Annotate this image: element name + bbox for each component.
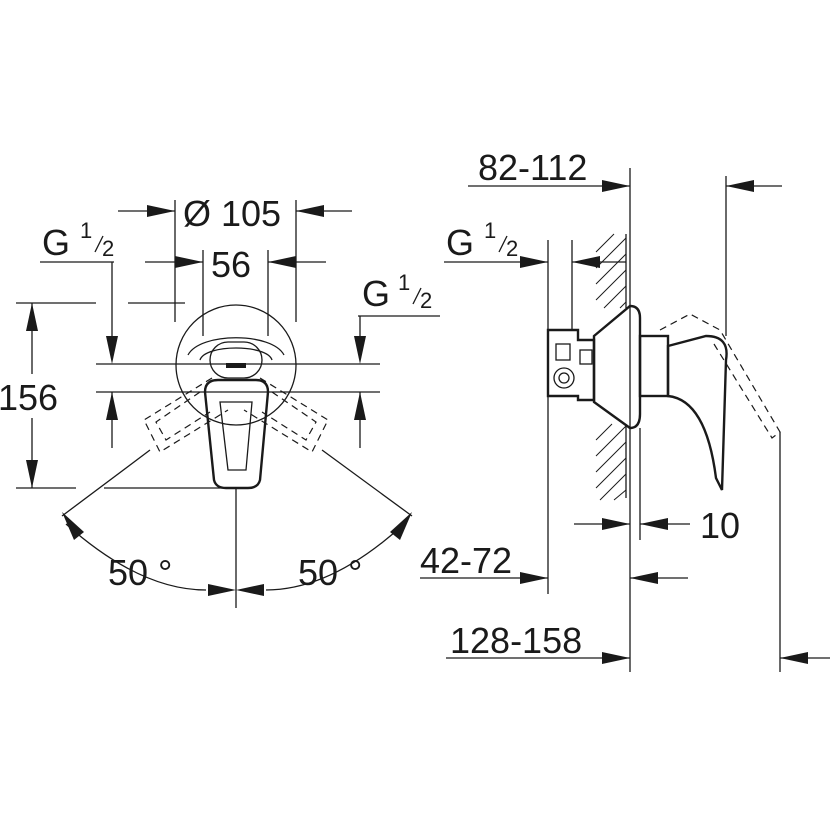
lever-side-rotated — [659, 313, 781, 439]
body-depth-label: 42-72 — [420, 540, 512, 581]
width-dimension: 56 — [145, 244, 326, 336]
diameter-dimension: Ø 105 — [118, 193, 352, 322]
thread-right-numerator: 1 — [398, 270, 410, 295]
angle-right-label: 50 ° — [298, 552, 362, 593]
wall-depth-dimension: 82-112 — [468, 147, 782, 192]
total-depth-dimension: 128-158 — [446, 620, 830, 664]
lever-handle — [203, 378, 270, 490]
escutcheon-side — [592, 304, 642, 430]
handle-rotated-right — [243, 377, 329, 453]
plate-dimension: 10 — [574, 505, 740, 546]
lever-side — [666, 334, 728, 491]
total-depth-label: 128-158 — [450, 620, 582, 661]
side-thread-numerator: 1 — [484, 218, 496, 243]
wall-hatch-bottom — [595, 423, 627, 501]
diameter-label: Ø 105 — [183, 193, 281, 234]
wall-depth-label: 82-112 — [478, 147, 587, 188]
side-thread-prefix: G — [446, 222, 474, 263]
valve-body — [546, 328, 596, 402]
body-depth-dimension: 42-72 — [420, 540, 688, 584]
side-thread-denominator: 2 — [506, 236, 518, 261]
height-dimension: 156 — [0, 303, 64, 488]
front-view: Ø 105 56 G 1 2 G 1 — [0, 193, 440, 608]
handle-rotated-left — [143, 377, 229, 453]
height-label: 156 — [0, 377, 58, 418]
angle-left-label: 50 ° — [108, 552, 172, 593]
thread-left-callout: G 1 2 — [40, 218, 118, 448]
width-label: 56 — [211, 244, 251, 285]
side-view: 82-112 G 1 2 10 42-72 — [420, 147, 830, 672]
escutcheon-plate — [175, 304, 297, 426]
thread-right-denominator: 2 — [420, 288, 432, 313]
thread-left-denominator: 2 — [102, 236, 114, 261]
thread-left-prefix: G — [42, 222, 70, 263]
side-thread-callout: G 1 2 — [444, 218, 626, 268]
plate-label: 10 — [700, 505, 740, 546]
wall-hatch-top — [595, 233, 627, 309]
thread-left-numerator: 1 — [80, 218, 92, 243]
thread-right-prefix: G — [362, 273, 390, 314]
thread-right-callout: G 1 2 — [354, 270, 440, 448]
